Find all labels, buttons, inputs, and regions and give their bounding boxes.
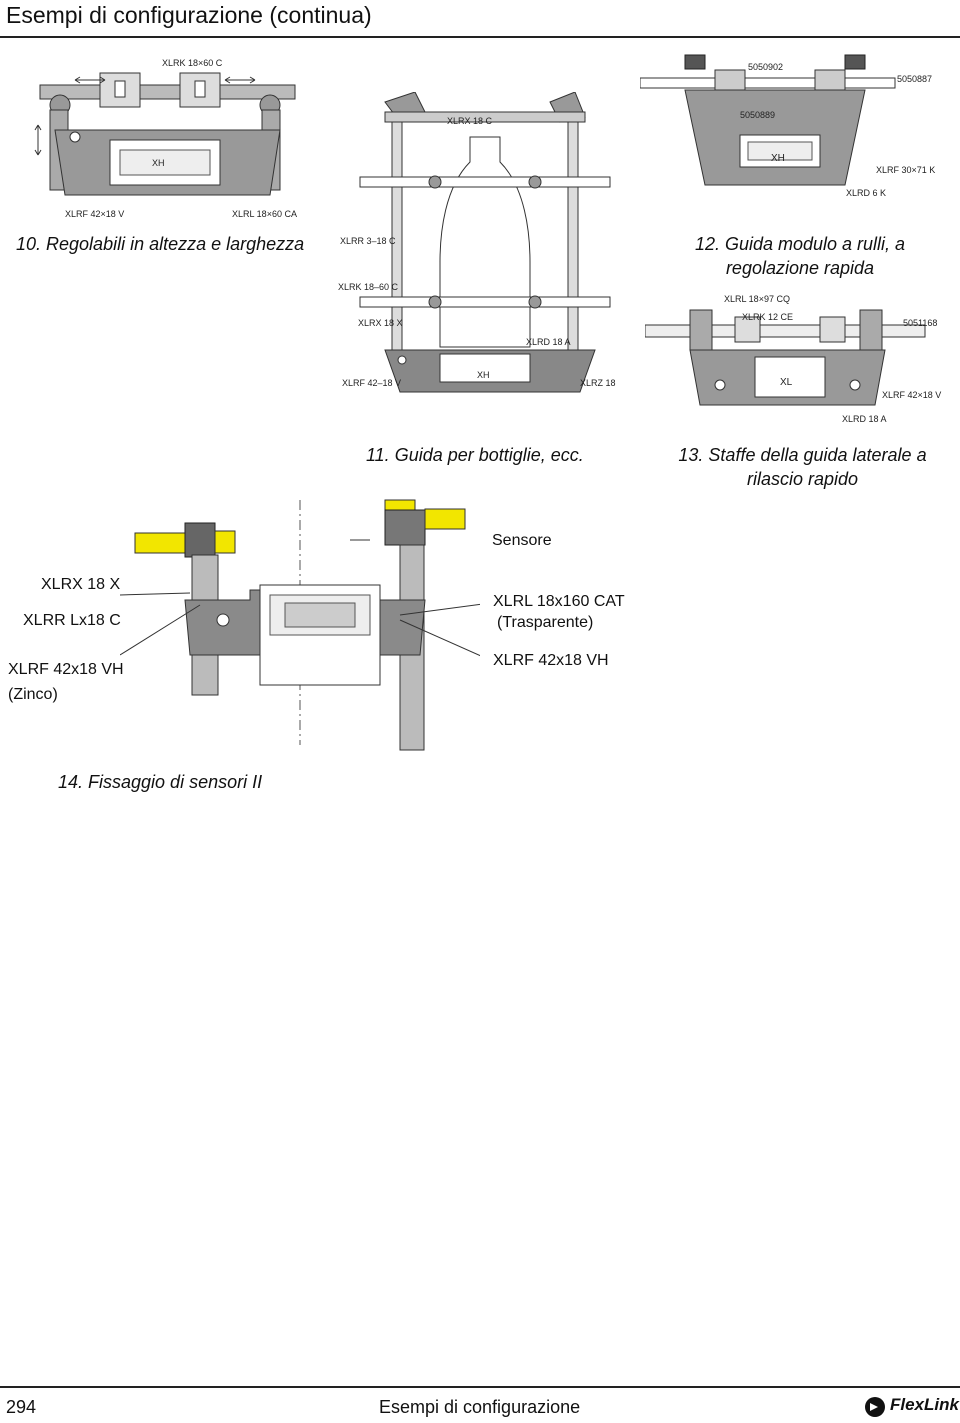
- fig11-label-6: XLRF 42–18 V: [342, 378, 402, 388]
- fig13-label-1: XLRL 18×97 CQ: [724, 294, 790, 304]
- page-title: Esempi di configurazione (continua): [6, 2, 372, 28]
- fig11-label-5: XLRD 18 A: [526, 337, 571, 347]
- fig12-label-4: XLRF 30×71 K: [876, 165, 936, 175]
- fig12-caption-line2: regolazione rapida: [725, 258, 875, 278]
- fig13-label-3: 5051168: [903, 318, 938, 328]
- fig12-caption-line1: 12. Guida modulo a rulli, a: [694, 234, 906, 254]
- fig14-label-7: XLRF 42x18 VH: [493, 652, 609, 669]
- figure-10-drawing: [34, 72, 296, 196]
- flexlink-logo-icon: [865, 1397, 885, 1417]
- fig14-label-3: XLRF 42x18 VH: [8, 661, 124, 678]
- fig10-label-bottom-right: XLRL 18×60 CA: [232, 209, 297, 219]
- figure-14-drawing: [120, 499, 480, 751]
- fig12-label-5: XLRD 6 K: [846, 188, 887, 198]
- fig14-label-1: XLRX 18 X: [41, 576, 121, 593]
- fig13-caption-line1: 13. Staffe della guida laterale a: [678, 445, 927, 465]
- fig13-caption: 13. Staffe della guida laterale a rilasc…: [665, 443, 940, 491]
- fig12-label-3: 5050889: [740, 110, 776, 120]
- fig10-label-profile: XH: [152, 158, 165, 168]
- fig12-caption: 12. Guida modulo a rulli, a regolazione …: [690, 232, 910, 280]
- fig14-label-6: (Trasparente): [497, 614, 594, 631]
- figure-11-drawing: [359, 92, 611, 393]
- page-number: 294: [6, 1397, 37, 1417]
- fig10-caption: 10. Regolabili in altezza e larghezza: [16, 234, 305, 254]
- fig11-label-7: XLRZ 18: [580, 378, 616, 388]
- fig11-caption: 11. Guida per bottiglie, ecc.: [366, 445, 584, 465]
- fig13-label-profile: XL: [780, 377, 793, 388]
- footer-title: Esempi di configurazione: [379, 1397, 581, 1417]
- fig14-label-5: XLRL 18x160 CAT: [493, 593, 625, 610]
- fig14-caption: 14. Fissaggio di sensori II: [58, 772, 263, 792]
- fig13-label-2: XLRK 12 CE: [742, 312, 794, 322]
- fig12-label-profile: XH: [771, 153, 785, 164]
- fig14-label-sensor: Sensore: [492, 532, 552, 549]
- fig12-label-2: 5050887: [897, 74, 933, 84]
- fig13-label-5: XLRD 18 A: [842, 414, 887, 424]
- fig11-label-3: XLRK 18–60 C: [338, 282, 399, 292]
- fig12-label-1: 5050902: [748, 62, 784, 72]
- fig13-label-4: XLRF 42×18 V: [882, 390, 942, 400]
- figure-12-drawing: [640, 54, 896, 186]
- fig14-label-2: XLRR Lx18 C: [23, 612, 121, 629]
- fig11-label-4: XLRX 18 X: [358, 318, 403, 328]
- figure-13-drawing: [645, 309, 926, 406]
- fig10-label-top: XLRK 18×60 C: [162, 58, 223, 68]
- footer-rule: [0, 1386, 960, 1388]
- header-rule: [0, 36, 960, 38]
- fig10-label-bottom-left: XLRF 42×18 V: [65, 209, 125, 219]
- fig14-label-4: (Zinco): [8, 686, 58, 703]
- fig11-label-2: XLRR 3–18 C: [340, 236, 396, 246]
- fig13-caption-line2: rilascio rapido: [746, 469, 859, 489]
- fig11-label-1: XLRX 18 C: [447, 116, 493, 126]
- flexlink-logo: FlexLink: [890, 1395, 959, 1414]
- fig11-label-profile: XH: [477, 370, 490, 380]
